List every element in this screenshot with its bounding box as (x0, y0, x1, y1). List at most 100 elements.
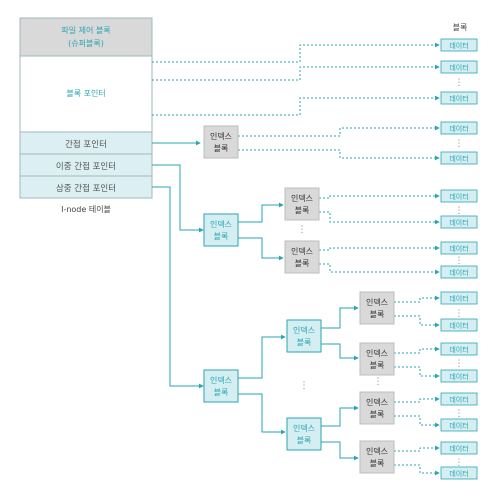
data-block-box (440, 60, 478, 74)
ellipsis-double-a: ⋮ (455, 206, 464, 216)
index-block-label-line1: 인덱스 (366, 297, 388, 307)
index-block-box (359, 391, 395, 425)
data-block-double-indirect: 데이터 (440, 265, 478, 279)
data-block-box (440, 121, 478, 135)
index-block-label-line1: 인덱스 (366, 348, 388, 358)
triple-indirect-to-index-line (152, 186, 204, 389)
triple-indirect-data-line (394, 415, 440, 428)
index-block-label-line2: 블록 (295, 258, 310, 268)
data-block-box (440, 418, 478, 432)
index-block-label-line2: 블록 (295, 205, 310, 215)
data-block-box (440, 392, 478, 406)
index-block-box (284, 240, 320, 274)
index-block-label-line1: 인덱스 (210, 375, 232, 385)
block-pointer-label: 블록 포인터 (66, 88, 105, 98)
data-block-triple-indirect: 데이터 (440, 466, 478, 480)
data-block-label: 데이터 (449, 124, 468, 133)
ellipsis-double-b: ⋮ (455, 256, 464, 266)
ellipsis-triple-a: ⋮ (455, 309, 464, 319)
triple-l1-to-l2-bottom (238, 393, 286, 435)
data-block-direct: 데이터 (440, 60, 478, 74)
data-block-label: 데이터 (449, 268, 468, 277)
data-block-double-indirect: 데이터 (440, 189, 478, 203)
ellipsis-marks: ⋮⋮⋮⋮⋮⋮⋮⋮⋮⋮⋮ (298, 78, 464, 468)
single-indirect-data-line (238, 125, 440, 137)
index-block-box (284, 187, 320, 221)
data-block-label: 데이터 (449, 345, 468, 354)
data-block-label: 데이터 (449, 41, 468, 50)
inode-table-caption: I-node 테이블 (61, 204, 111, 214)
data-block-triple-indirect: 데이터 (440, 291, 478, 305)
index-block-box (359, 342, 395, 376)
triple-indirect-data-line (394, 295, 440, 303)
direct-pointer-line (152, 64, 440, 81)
data-block-box (440, 369, 478, 383)
data-block-direct: 데이터 (440, 91, 478, 105)
table-row-super-block (19, 17, 153, 57)
data-blocks: 데이터데이터데이터데이터데이터데이터데이터데이터데이터데이터데이터데이터데이터데… (440, 38, 478, 480)
data-block-box (440, 342, 478, 356)
data-block-single-indirect: 데이터 (440, 121, 478, 135)
triple-indirect-data-line (394, 464, 440, 476)
index-block-label-line1: 인덱스 (366, 446, 388, 456)
triple-l2-to-l3 (321, 305, 359, 329)
index-block-box (203, 125, 239, 159)
data-block-box (440, 91, 478, 105)
index-block-box (286, 319, 322, 353)
triple-indirect-data-line (394, 366, 440, 379)
data-block-triple-indirect: 데이터 (440, 342, 478, 356)
triple-l2-to-l3 (321, 405, 359, 427)
data-block-triple-indirect: 데이터 (440, 369, 478, 383)
index-block-label-line1: 인덱스 (291, 246, 313, 256)
triple-l2-to-l3 (321, 441, 359, 461)
index-block-label-line1: 인덱스 (210, 219, 232, 229)
data-block-box (440, 215, 478, 229)
double-indirect-data-line (319, 263, 440, 275)
triple-indirect-pointer-label: 삼중 간접 포인터 (56, 183, 116, 194)
index-block-label-line2: 블록 (370, 309, 385, 319)
triple-indirect-data-line (394, 396, 440, 403)
double-indirect-data-line (319, 193, 440, 199)
triple-indirect-data-line (394, 315, 440, 328)
index-block-box (203, 213, 239, 247)
data-block-label: 데이터 (449, 94, 468, 103)
data-block-label: 데이터 (449, 421, 468, 430)
table-row-block-pointer (19, 55, 153, 133)
ellipsis-triple-level2: ⋮ (300, 381, 309, 391)
super-block-line2: (슈퍼블록) (68, 38, 104, 48)
inode-table: 파일 제어 블록 (슈퍼블록) 블록 포인터 간접 포인터 이중 간접 포인터 … (19, 17, 153, 214)
data-block-box (440, 265, 478, 279)
ellipsis-triple-level3: ⋮ (374, 377, 383, 387)
data-block-label: 데이터 (449, 154, 468, 163)
data-block-box (440, 318, 478, 332)
data-block-triple-indirect: 데이터 (440, 418, 478, 432)
index-block-label-line2: 블록 (214, 143, 229, 153)
ellipsis-double-level2: ⋮ (298, 225, 307, 235)
index-block-label-line1: 인덱스 (293, 423, 315, 433)
triple-indirect-data-line (394, 346, 440, 354)
ellipsis-direct: ⋮ (455, 78, 464, 88)
data-block-box (440, 291, 478, 305)
data-block-box (440, 151, 478, 165)
data-block-label: 데이터 (449, 469, 468, 478)
super-block-line1: 파일 제어 블록 (61, 25, 110, 35)
ellipsis-triple-b: ⋮ (455, 359, 464, 369)
ellipsis-triple-d: ⋮ (455, 458, 464, 468)
index-block-label-line1: 인덱스 (366, 397, 388, 407)
data-block-box (440, 466, 478, 480)
data-block-label: 데이터 (449, 192, 468, 201)
data-block-label: 데이터 (449, 244, 468, 253)
block-column-header: 블록 (453, 22, 468, 32)
single-indirect-data-line (238, 149, 440, 161)
data-block-label: 데이터 (449, 321, 468, 330)
double-indirect-data-line (319, 211, 440, 225)
